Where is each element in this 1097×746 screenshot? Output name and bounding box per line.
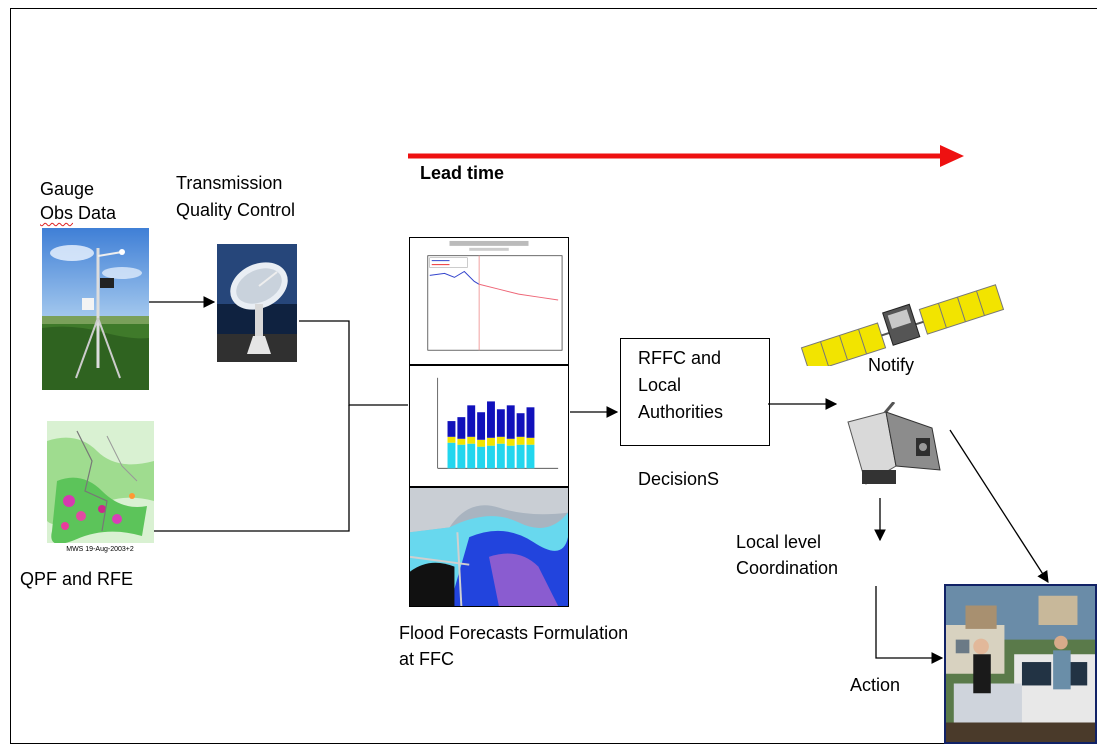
coordination-label-line1: Local level [736,532,822,552]
evacuation-photo [944,584,1097,744]
lead-time-label: Lead time [420,163,505,183]
rainfall-map-caption: MWS 19-Aug-2003+2 [66,546,134,553]
rainfall-map: MWS 19-Aug-2003+2 [47,421,154,554]
gauge-label-rest: Data [73,203,117,223]
weather-station-photo [42,228,149,390]
qpf-connector [154,405,350,532]
rffc-line2: Local [638,375,682,395]
rffc-line1: RFFC and [638,348,722,368]
phone-to-action-arrow [949,429,1049,583]
decisions-label: DecisionS [638,469,720,489]
transmission-connector [299,320,408,406]
transmission-label-line1: Transmission [176,173,283,193]
diagram-frame [10,8,1097,744]
rffc-box-text: RFFC and Local Authorities [638,345,723,426]
coordination-to-action-arrow [875,586,944,664]
forecast-label-line2: at FFC [399,649,455,669]
obs-spellcheck-word: Obs [40,203,74,223]
gauge-label-line2: Obs Data [40,200,116,226]
satellite-phone-icon [846,402,942,488]
hydrograph-plot [409,237,569,365]
inundation-map [409,487,569,607]
rffc-line3: Authorities [638,402,724,422]
forecast-label-line1: Flood Forecasts Formulation [399,623,629,643]
qpf-rfe-label: QPF and RFE [20,569,134,589]
stacked-bar-plot [409,365,569,487]
coordination-label-line2: Coordination [736,558,839,578]
transmission-label-line2: Quality Control [176,200,296,220]
satellite-dish-photo [217,244,297,362]
action-label: Action [850,675,901,695]
rffc-authorities-box: RFFC and Local Authorities [620,338,770,446]
notify-label: Notify [868,355,915,375]
satellite-icon [794,276,1006,366]
gauge-label-line1: Gauge [40,179,95,199]
